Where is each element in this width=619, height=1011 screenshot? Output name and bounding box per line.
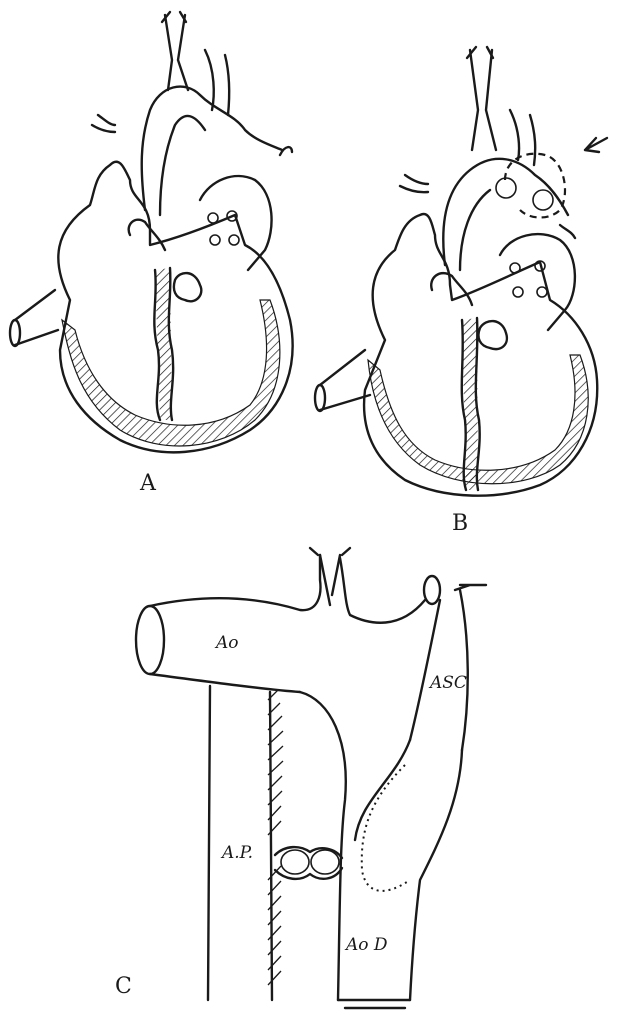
panel-c-label: C — [115, 974, 132, 999]
aorta-label: Ao — [214, 633, 239, 653]
panel-b-label: B — [452, 511, 468, 536]
subclavian-label: ASC — [428, 673, 467, 693]
pulmonary-artery-label: A.P. — [220, 843, 253, 863]
panel-a-drawing — [10, 12, 293, 452]
panel-b-drawing — [315, 47, 607, 496]
descending-aorta-label: Ao D — [344, 935, 388, 955]
panel-c-drawing — [136, 548, 486, 1008]
panel-a-label: A — [139, 471, 157, 496]
